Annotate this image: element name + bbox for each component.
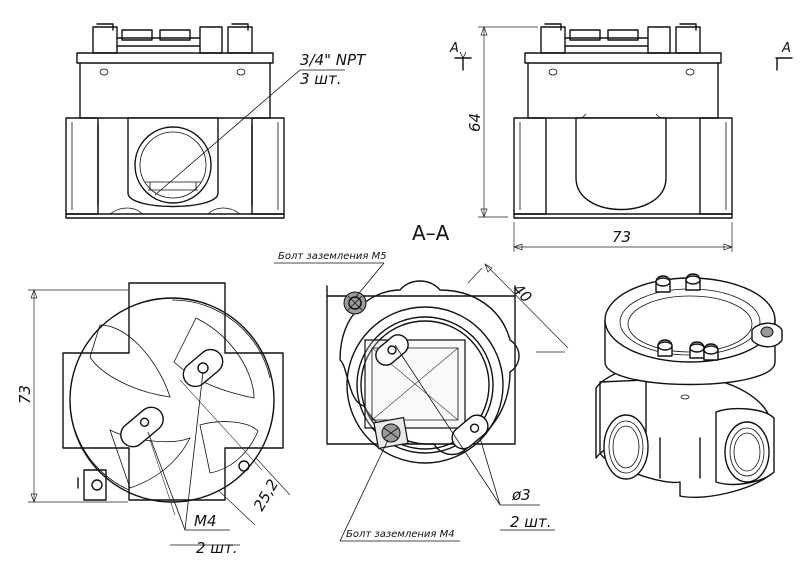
- hole-d3-leader: [394, 344, 555, 531]
- dimension-40-label: 40: [509, 280, 535, 306]
- dimension-73-vertical-label: 73: [16, 385, 34, 404]
- dimension-73-horizontal-label: 73: [612, 228, 631, 246]
- section-mark-left: A: [449, 41, 459, 56]
- bottom-view: [62, 282, 284, 516]
- hole-d3-count-label: 2 шт.: [510, 513, 552, 531]
- dimension-64-label: 64: [466, 113, 484, 132]
- side-view: [454, 23, 793, 219]
- bolt-m5-label: Болт заземления М5: [278, 251, 387, 262]
- hole-d3-label: ø3: [511, 486, 531, 504]
- section-view: [326, 280, 520, 464]
- thread-size-label: 3/4" NPT: [300, 51, 367, 69]
- thread-count-label: 3 шт.: [300, 70, 342, 88]
- dimension-25-2: [217, 457, 291, 526]
- screw-m4-label: М4: [194, 512, 217, 530]
- screw-m4-count-label: 2 шт.: [196, 539, 238, 557]
- m4-leader: [147, 371, 240, 546]
- dimension-25-2-label: 25,2: [250, 476, 282, 514]
- dimension-64: [478, 26, 538, 218]
- isometric-view: [595, 273, 783, 498]
- dimension-40: [467, 263, 569, 353]
- section-mark-right: A: [781, 41, 791, 56]
- dimension-73-vertical: [28, 289, 128, 503]
- dimension-73-horizontal: [513, 222, 733, 252]
- bolt-m4-leader: [339, 439, 460, 542]
- bolt-m5-leader: [274, 262, 385, 299]
- bolt-m4-label: Болт заземления М4: [346, 529, 455, 540]
- front-view: [65, 23, 345, 219]
- section-title: A–A: [412, 221, 450, 245]
